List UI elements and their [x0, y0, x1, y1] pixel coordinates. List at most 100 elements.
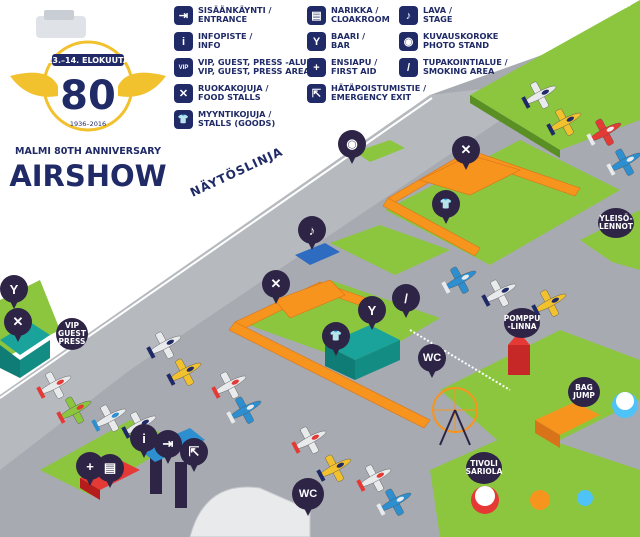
aircraft [211, 371, 247, 399]
aircraft [521, 81, 557, 109]
aircraft [146, 331, 182, 359]
cloakroom-icon: ▤ [96, 454, 124, 482]
aircraft [441, 266, 477, 294]
hangar [189, 486, 311, 537]
legend-label: MYYNTIKOJUJA / STALLS (GOODS) [198, 109, 276, 129]
aircraft [91, 404, 127, 432]
legend-label: VIP, GUEST, PRESS -ALUE VIP, GUEST, PRES… [198, 57, 313, 77]
food-icon: ✕ [4, 308, 32, 336]
aircraft [376, 488, 412, 516]
camera-icon: ◉ [399, 32, 418, 51]
grass-top-right [470, 0, 640, 150]
tivoli-sariola-label[interactable]: TIVOLI SARIOLA [466, 452, 502, 484]
legend-smoking: / TUPAKOINTIALUE / SMOKING AREA [399, 57, 508, 77]
airshow-logo: 13.–14. ELOKUUTA 80 1936–2016 MALMI 80TH… [8, 6, 168, 196]
aircraft [291, 426, 327, 454]
info-icon: i [174, 32, 193, 51]
legend-label: ENSIAPU / FIRST AID [331, 57, 378, 77]
smoking-icon: / [392, 284, 420, 312]
camera-icon: ◉ [338, 130, 366, 158]
stage-pin[interactable]: ♪ [298, 216, 326, 250]
legend-photo-stand: ◉ KUVAUSKOROKE PHOTO STAND [399, 31, 499, 51]
legend-cloakroom: ▤ NARIKKA / CLOAKROOM [307, 5, 390, 25]
bar-pin[interactable]: Y [358, 296, 386, 330]
legend-emergency-exit: ⇱ HÄTÄPOISTUMISTIE / EMERGENCY EXIT [307, 83, 427, 103]
logo-years: 1936–2016 [70, 120, 106, 128]
entrance-icon: ⇥ [174, 6, 193, 25]
legend-label: SISÄÄNKÄYNTI / ENTRANCE [198, 5, 272, 25]
legend-food: ✕ RUOKAKOJUJA / FOOD STALLS [174, 83, 269, 103]
food-tents-upper [382, 149, 581, 257]
bar-pin[interactable]: Y [0, 275, 28, 309]
yleiso-lennot-label[interactable]: YLEISÖ- LENNOT [598, 208, 634, 238]
wc-pin[interactable]: WC [418, 344, 446, 378]
photo-stand-pin[interactable]: ◉ [338, 130, 366, 164]
logo-dates: 13.–14. ELOKUUTA [47, 56, 130, 65]
bar-icon: Y [358, 296, 386, 324]
info-pin[interactable]: i [130, 424, 158, 458]
shirt-icon: 👕 [322, 322, 350, 350]
vip-icon: VIP [174, 58, 193, 77]
legend-label: TUPAKOINTIALUE / SMOKING AREA [423, 57, 508, 77]
smoking-icon: / [399, 58, 418, 77]
legend-label: NARIKKA / CLOAKROOM [331, 5, 390, 25]
legend-first-aid: + ENSIAPU / FIRST AID [307, 57, 378, 77]
bar-icon: Y [0, 275, 28, 303]
emergency-exit-pin[interactable]: ⇱ [180, 438, 208, 472]
food-pin[interactable]: ✕ [452, 136, 480, 170]
legend-label: KUVAUSKOROKE PHOTO STAND [423, 31, 499, 51]
map-legend: ⇥ SISÄÄNKÄYNTI / ENTRANCE i INFOPISTE / IN… [172, 4, 512, 129]
cloakroom-pin[interactable]: ▤ [96, 454, 124, 488]
aircraft [56, 396, 92, 424]
food-tents-lower [228, 279, 431, 429]
food-pin[interactable]: ✕ [4, 308, 32, 342]
goods-pin[interactable]: 👕 [322, 322, 350, 356]
aircraft [226, 396, 262, 424]
stage-icon: ♪ [399, 6, 418, 25]
wc-pin[interactable]: WC [292, 478, 324, 516]
aircraft [36, 371, 72, 399]
stage-icon: ♪ [298, 216, 326, 244]
legend-label: HÄTÄPOISTUMISTIE / EMERGENCY EXIT [331, 83, 427, 103]
legend-label: INFOPISTE / INFO [198, 31, 253, 51]
legend-info: i INFOPISTE / INFO [174, 31, 253, 51]
first-aid-icon: + [307, 58, 326, 77]
legend-vip: VIP VIP, GUEST, PRESS -ALUE VIP, GUEST, P… [174, 57, 313, 77]
legend-entrance: ⇥ SISÄÄNKÄYNTI / ENTRANCE [174, 5, 272, 25]
legend-goods: 👕 MYYNTIKOJUJA / STALLS (GOODS) [174, 109, 276, 129]
smoking-pin[interactable]: / [392, 284, 420, 318]
entrance-pin[interactable]: ⇥ [154, 430, 182, 464]
legend-label: LAVA / STAGE [423, 5, 453, 25]
emergency-exit-icon: ⇱ [180, 438, 208, 466]
pomppulinna-label[interactable]: POMPPU -LINNA [504, 308, 540, 338]
shirt-icon: 👕 [432, 190, 460, 218]
goods-pin[interactable]: 👕 [432, 190, 460, 224]
logo-subtitle: MALMI 80TH ANNIVERSARY [15, 146, 161, 157]
emergency-exit-icon: ⇱ [307, 84, 326, 103]
entrance-icon: ⇥ [154, 430, 182, 458]
aircraft [481, 279, 517, 307]
bar-icon: Y [307, 32, 326, 51]
vip-area-label[interactable]: VIP GUEST PRESS [56, 318, 88, 350]
bag-jump-label[interactable]: BAG JUMP [568, 377, 600, 407]
aircraft [546, 108, 582, 136]
aircraft [356, 464, 392, 492]
wc-label: WC [418, 344, 446, 372]
food-icon: ✕ [262, 270, 290, 298]
food-icon: ✕ [174, 84, 193, 103]
aircraft [606, 148, 640, 176]
food-pin[interactable]: ✕ [262, 270, 290, 304]
shirt-icon: 👕 [174, 110, 193, 129]
aircraft [586, 118, 622, 146]
logo-number: 80 [60, 73, 116, 119]
aircraft [316, 454, 352, 482]
legend-stage: ♪ LAVA / STAGE [399, 5, 453, 25]
info-icon: i [130, 424, 158, 452]
aircraft [166, 358, 202, 386]
cloakroom-icon: ▤ [307, 6, 326, 25]
food-icon: ✕ [452, 136, 480, 164]
legend-label: RUOKAKOJUJA / FOOD STALLS [198, 83, 269, 103]
